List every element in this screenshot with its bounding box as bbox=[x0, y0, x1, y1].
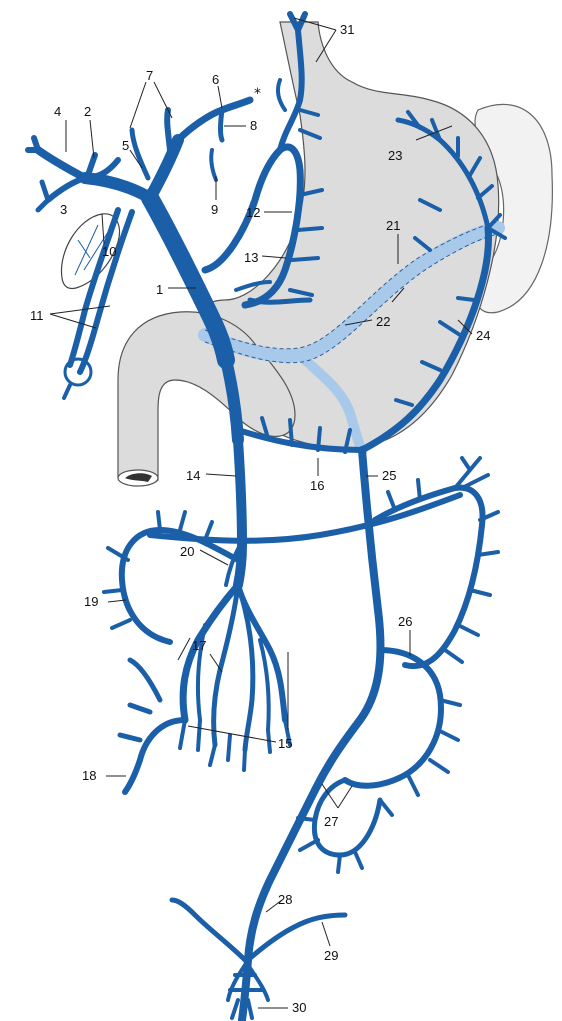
label-27: 27 bbox=[324, 814, 338, 829]
label-28: 28 bbox=[278, 892, 292, 907]
label-9: 9 bbox=[211, 202, 218, 217]
right-colic-arcade bbox=[104, 512, 238, 642]
superior-mesenteric-vein bbox=[183, 440, 285, 750]
label-6: 6 bbox=[212, 72, 219, 87]
label-25: 25 bbox=[382, 468, 396, 483]
left-colic-arcade bbox=[375, 458, 498, 666]
label-1: 1 bbox=[156, 282, 163, 297]
label-3: 3 bbox=[60, 202, 67, 217]
label-20: 20 bbox=[180, 544, 194, 559]
left-portal-branches bbox=[28, 138, 150, 210]
label-21: 21 bbox=[386, 218, 400, 233]
label-19: 19 bbox=[84, 594, 98, 609]
label-13: 13 bbox=[244, 250, 258, 265]
star-mark: * bbox=[254, 86, 261, 102]
label-8: 8 bbox=[250, 118, 257, 133]
label-18: 18 bbox=[82, 768, 96, 783]
label-30: 30 bbox=[292, 1000, 306, 1015]
right-portal-branches bbox=[132, 100, 250, 198]
ileocolic-and-jejunal-arcade bbox=[120, 660, 290, 792]
label-15: 15 bbox=[278, 736, 292, 751]
label-5: 5 bbox=[122, 138, 129, 153]
label-11: 11 bbox=[30, 308, 44, 323]
label-2: 2 bbox=[84, 104, 91, 119]
label-23: 23 bbox=[388, 148, 402, 163]
label-12: 12 bbox=[246, 205, 260, 220]
label-26: 26 bbox=[398, 614, 412, 629]
label-29: 29 bbox=[324, 948, 338, 963]
label-31: 31 bbox=[340, 22, 354, 37]
label-7: 7 bbox=[146, 68, 153, 83]
label-10: 10 bbox=[102, 244, 116, 259]
label-24: 24 bbox=[476, 328, 490, 343]
label-22: 22 bbox=[376, 314, 390, 329]
middle-colic-transverse bbox=[150, 495, 460, 585]
label-14: 14 bbox=[186, 468, 200, 483]
label-16: 16 bbox=[310, 478, 324, 493]
label-17: 17 bbox=[192, 638, 206, 653]
label-4: 4 bbox=[54, 104, 61, 119]
